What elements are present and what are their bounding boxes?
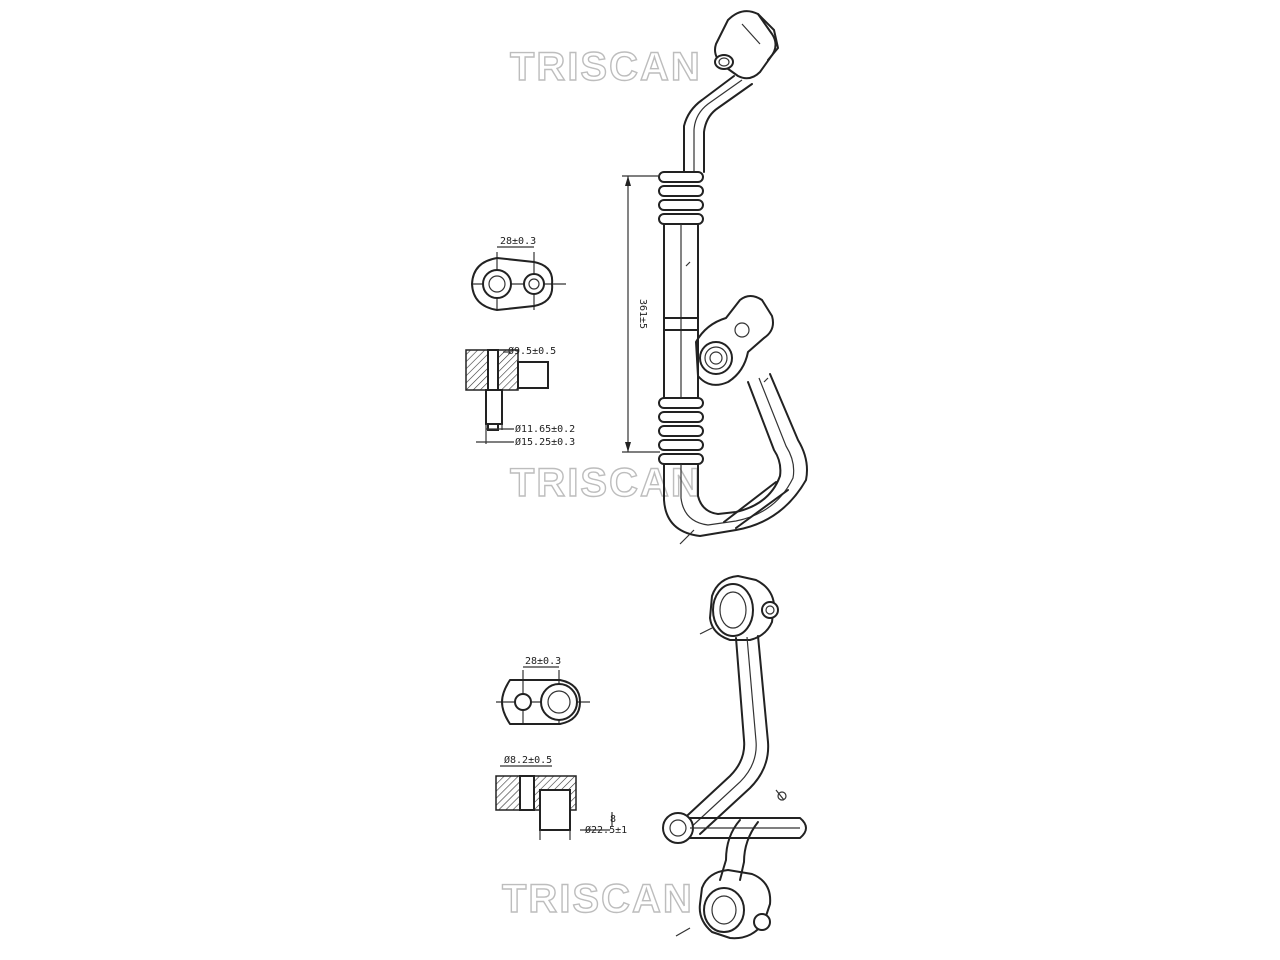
watermark-top: TRISCAN	[510, 45, 702, 89]
pipe-2-flange-dim-label: 28±0.3	[525, 656, 561, 667]
pipe-1-side-fitting	[695, 295, 774, 386]
pipe-1-upper-ribs	[658, 171, 704, 225]
pipe-1-port-section: Ø9.5±0.5 Ø11.65±0.2 Ø15.25±0.3	[465, 345, 575, 448]
pipe-1-port-dim3-label: Ø15.25±0.3	[515, 436, 575, 448]
pipe-1-length-label: 361±5	[637, 299, 648, 329]
pipe-1-drawing	[658, 10, 808, 545]
watermark-middle: TRISCAN	[510, 461, 702, 505]
pipe-2-port-section: Ø8.2±0.5 Ø22.5±1 8	[495, 754, 627, 840]
pipe-2-flange-detail: 28±0.3	[496, 656, 590, 725]
pipe-1-lower-ribs	[658, 397, 704, 465]
pipe-2-drawing	[662, 575, 807, 940]
pipe-2-port-dim3-label: 8	[610, 814, 616, 825]
pipe-2-port-dim1-label: Ø8.2±0.5	[504, 754, 552, 766]
pipe-1-port-dim1-label: Ø9.5±0.5	[508, 345, 556, 357]
pipe-2-port-dim2-label: Ø22.5±1	[585, 824, 627, 836]
pipe-1-port-dim2-label: Ø11.65±0.2	[515, 423, 575, 435]
pipe-1-flange-dim-label: 28±0.3	[500, 236, 536, 247]
watermark-bottom: TRISCAN	[502, 877, 694, 921]
pipe-1-length-dimension: 361±5	[622, 175, 660, 453]
pipe-2-lower-fitting	[662, 789, 807, 940]
pipe-2-top-fitting	[699, 575, 779, 641]
pipe-1-top-fitting	[714, 10, 779, 80]
pipe-1-flange-detail: 28±0.3	[471, 236, 566, 311]
